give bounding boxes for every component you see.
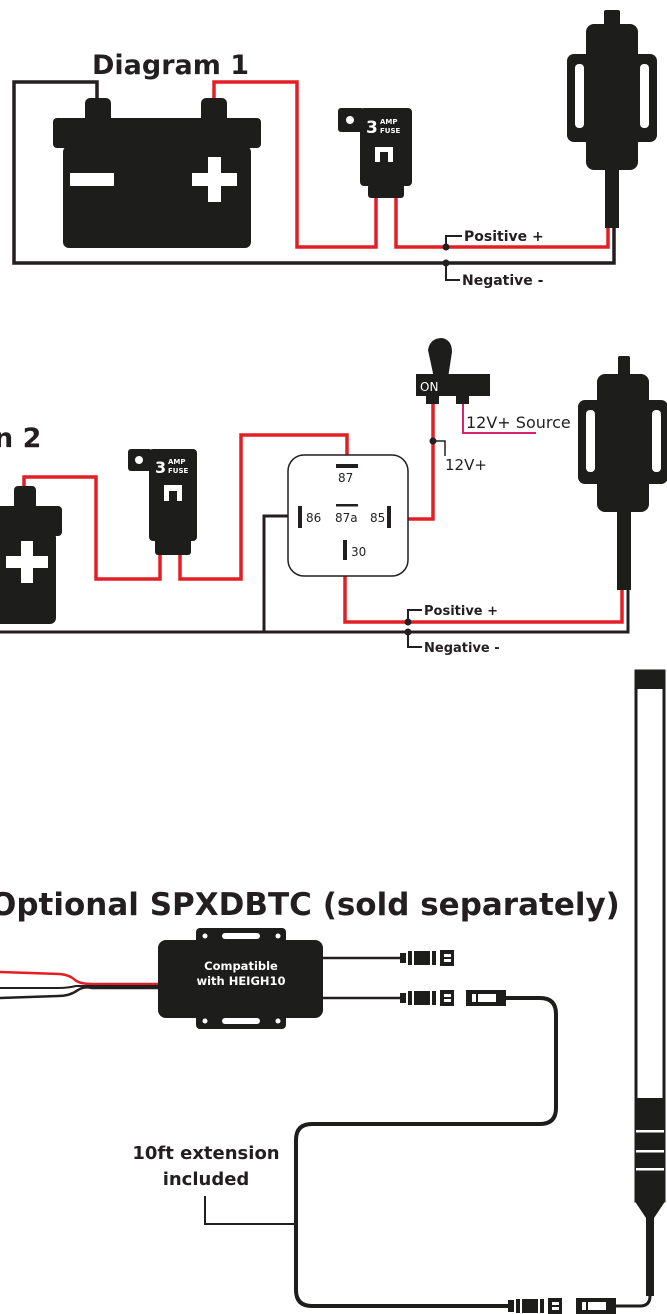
d1-battery	[53, 98, 261, 248]
d2-source-wire	[462, 398, 536, 434]
d1-negative-label: Negative -	[462, 273, 544, 289]
output-connector-2	[400, 990, 454, 1006]
fuse-amp-unit: AMP	[380, 118, 398, 126]
optional-title: Optional SPXDBTC (sold separately)	[0, 887, 620, 923]
fuse-amp-unit: AMP	[168, 458, 186, 466]
d1-battery-to-fuse-wire	[212, 80, 378, 249]
minus-icon	[70, 173, 114, 186]
relay-pin-85: 85	[370, 511, 385, 525]
controller-label-line1: Compatible	[204, 959, 278, 973]
d2-toggle-switch: ON	[416, 338, 490, 404]
relay-pin-30: 30	[351, 545, 366, 559]
controller-label-line2: with HEIGH10	[196, 974, 285, 988]
switch-on-label: ON	[420, 380, 438, 394]
d2-battery	[0, 486, 62, 624]
d2-30-to-device-wire	[343, 558, 624, 624]
fuse-label: FUSE	[380, 127, 401, 135]
optional-controller-box: Compatible with HEIGH10	[158, 928, 323, 1029]
relay-pin-87a: 87a	[335, 511, 358, 525]
extension-label-line2: included	[163, 1169, 250, 1190]
extension-cable	[294, 996, 558, 1308]
light-tube	[634, 669, 666, 1296]
optional-spxdbtc: Optional SPXDBTC (sold separately) Compa…	[0, 669, 666, 1314]
extension-plug-bottom	[508, 1298, 562, 1314]
d2-positive-label: Positive +	[424, 604, 498, 619]
diagram-2: n 2 3 AMP FUSE	[0, 338, 667, 656]
relay-pin-86: 86	[306, 511, 321, 525]
d1-device	[567, 10, 657, 228]
d1-fuse-to-device-wire	[394, 198, 610, 249]
output-connector-1	[400, 950, 454, 966]
tube-plug-bottom	[576, 1298, 616, 1314]
d2-battery-to-fuse-wire	[22, 475, 162, 581]
extension-plug-top	[466, 990, 506, 1006]
diagram-1: Diagram 1 3 AMP FUSE	[12, 10, 657, 289]
plus-icon	[6, 541, 48, 583]
extension-label-line1: 10ft extension	[132, 1143, 279, 1164]
d2-device	[578, 356, 667, 590]
fuse-amp-number: 3	[366, 118, 378, 138]
optional-red-input-wire	[0, 970, 160, 986]
relay-pin-87: 87	[338, 471, 353, 485]
d2-fuse: 3 AMP FUSE	[128, 449, 197, 555]
d2-fuse-to-87-wire	[178, 433, 349, 581]
fuse-label: FUSE	[168, 467, 189, 475]
diagram-2-title: n 2	[0, 423, 41, 454]
d1-positive-label: Positive +	[464, 229, 544, 245]
diagram-1-title: Diagram 1	[92, 50, 249, 81]
d2-negative-wire	[0, 590, 630, 634]
d1-negative-wire	[12, 80, 616, 265]
d2-relay: 87 86 87a 85 30	[287, 454, 409, 577]
d2-negative-label: Negative -	[424, 641, 500, 656]
extension-label-pointer	[204, 1196, 296, 1225]
plus-icon	[192, 157, 237, 202]
d2-source-label: 12V+ Source	[466, 413, 571, 432]
d2-12v-label: 12V+	[445, 456, 487, 474]
d1-fuse: 3 AMP FUSE	[338, 108, 412, 198]
fuse-amp-number: 3	[155, 458, 166, 477]
optional-black-input-wire	[0, 986, 160, 1000]
